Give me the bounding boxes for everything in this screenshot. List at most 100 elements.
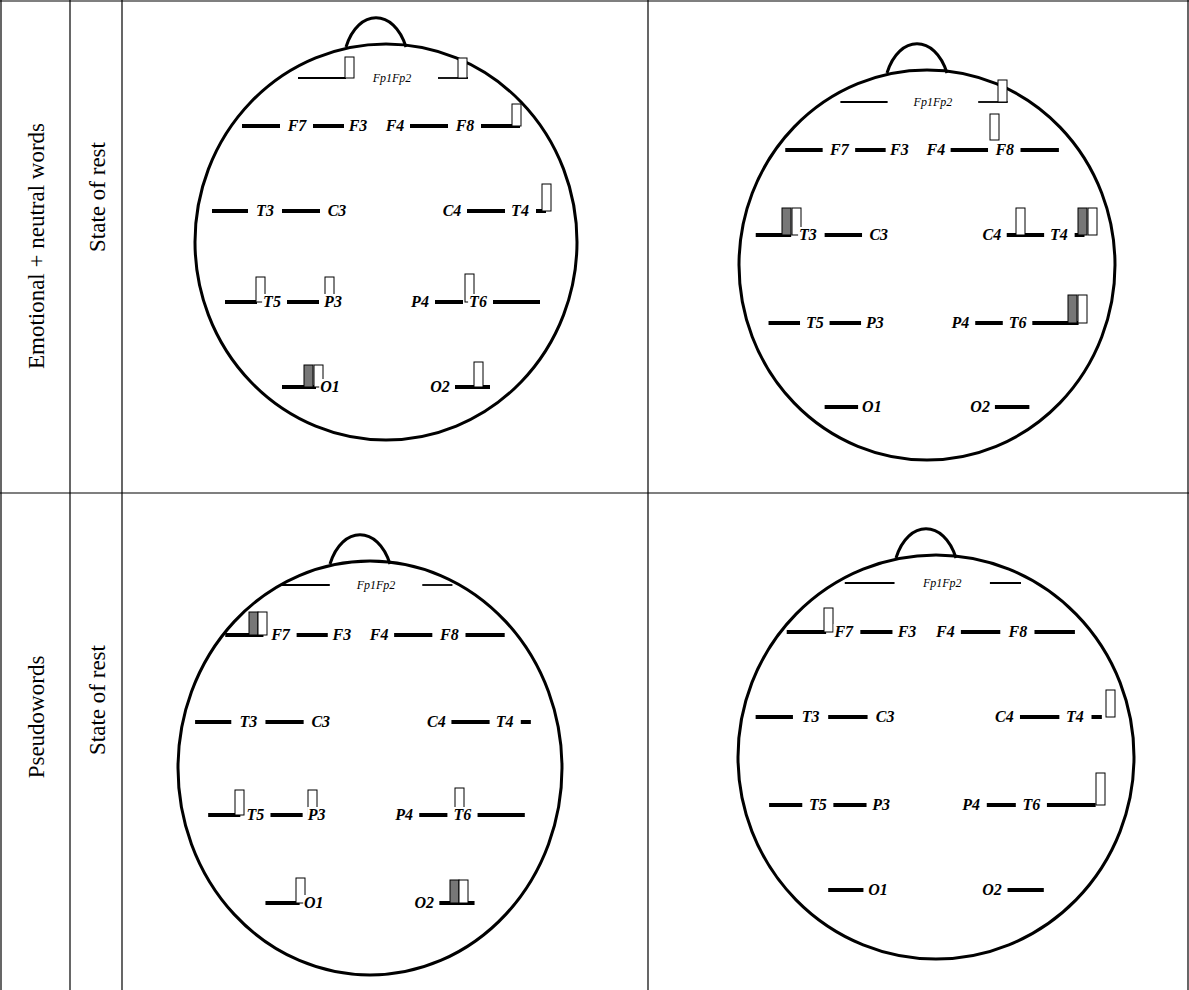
electrode-line	[455, 385, 490, 389]
electrode-label: O2	[414, 895, 436, 911]
electrode-label: P4	[951, 315, 971, 331]
electrode-label: Fp1Fp2	[356, 579, 397, 591]
white-bar	[1088, 208, 1097, 235]
electrode-label: T6	[453, 807, 473, 823]
electrode-label: T4	[495, 714, 515, 730]
electrode-line	[785, 148, 822, 152]
electrode-label: P4	[394, 807, 414, 823]
electrode-line	[313, 124, 344, 128]
electrode-label: O1	[303, 895, 325, 911]
electrode-line	[855, 148, 886, 152]
head-nose	[346, 18, 406, 47]
electrode-label: P4	[410, 294, 430, 310]
electrode-label: T3	[801, 709, 821, 725]
electrode-line	[282, 209, 320, 213]
electrode-label: C4	[994, 709, 1015, 725]
electrode-label: T6	[1021, 797, 1041, 813]
electrode-line	[493, 300, 540, 304]
electrode-label: T6	[468, 294, 488, 310]
grey-bar	[782, 208, 791, 235]
electrode-label: Fp1Fp2	[913, 96, 954, 108]
electrode-label: F7	[829, 142, 850, 158]
electrode-line	[287, 300, 319, 304]
electrode-line	[825, 233, 862, 237]
head-nose	[896, 529, 956, 558]
electrode-label: T5	[246, 807, 266, 823]
electrode-line	[195, 720, 231, 724]
condition-label: Emotional + neutral words	[25, 122, 48, 370]
electrode-line	[1047, 803, 1096, 807]
electrode-label: F7	[287, 118, 308, 134]
white-bar	[512, 104, 521, 126]
electrode-line	[394, 633, 432, 637]
electrode-label: F8	[455, 118, 476, 134]
electrode-line	[860, 630, 892, 634]
condition-label: Pseudowords	[25, 655, 48, 780]
electrode-label: C4	[442, 203, 463, 219]
electrode-line	[467, 209, 505, 213]
state-label: State of rest	[86, 141, 109, 253]
electrode-line	[265, 720, 303, 724]
electrode-line	[990, 582, 1021, 584]
electrode-label: P3	[865, 315, 885, 331]
electrode-label: F7	[833, 624, 854, 640]
electrode-label: T3	[798, 227, 818, 243]
white-bar	[474, 362, 483, 387]
electrode-line	[265, 901, 299, 905]
electrode-line	[478, 813, 525, 817]
electrode-line	[961, 630, 1000, 634]
electrode-line	[297, 633, 328, 637]
electrode-line	[769, 321, 800, 325]
electrode-line	[282, 584, 330, 586]
table-rule	[1187, 0, 1188, 990]
electrode-line	[1020, 715, 1059, 719]
electrode-line	[987, 803, 1016, 807]
table-rule	[0, 0, 1189, 1]
electrode-label: T3	[255, 203, 275, 219]
head-outline	[195, 44, 577, 440]
white-bar	[458, 58, 467, 78]
electrode-line	[225, 300, 257, 304]
electrode-line	[825, 405, 858, 409]
electrode-label: T5	[808, 797, 828, 813]
electrode-label: C4	[426, 714, 447, 730]
white-bar	[824, 608, 833, 632]
electrode-line	[828, 715, 867, 719]
electrode-label: O2	[969, 399, 991, 415]
white-bar	[1078, 295, 1087, 323]
head-outline	[178, 561, 562, 975]
electrode-label: F4	[369, 627, 390, 643]
table-rule	[69, 0, 70, 990]
electrode-label: F8	[439, 627, 460, 643]
electrode-line	[845, 582, 895, 584]
electrode-line	[1008, 888, 1044, 892]
grey-bar	[1068, 295, 1077, 323]
electrode-line	[787, 630, 826, 634]
electrode-label: C4	[982, 227, 1003, 243]
white-bar	[1106, 690, 1115, 717]
electrode-line	[828, 888, 863, 892]
electrode-line	[451, 720, 489, 724]
electrode-label: O1	[319, 379, 341, 395]
electrode-label: P4	[961, 797, 981, 813]
electrode-line	[769, 803, 802, 807]
electrode-label: P3	[323, 294, 343, 310]
electrode-label: F4	[385, 118, 406, 134]
head-outline	[738, 555, 1134, 959]
grey-bar	[450, 880, 459, 903]
electrode-label: F8	[1008, 624, 1029, 640]
electrode-label: F3	[889, 142, 910, 158]
electrode-line	[419, 813, 447, 817]
electrode-label: T5	[805, 315, 825, 331]
electrode-label: Fp1Fp2	[922, 577, 963, 589]
electrode-line	[756, 715, 793, 719]
electrode-line	[951, 148, 988, 152]
electrode-line	[995, 405, 1029, 409]
white-bar	[258, 612, 267, 635]
electrode-label: C3	[875, 709, 896, 725]
electrode-line	[1034, 630, 1074, 634]
electrode-line	[212, 209, 248, 213]
electrode-label: C3	[868, 227, 889, 243]
electrode-line	[298, 77, 346, 79]
electrode-line	[410, 124, 448, 128]
